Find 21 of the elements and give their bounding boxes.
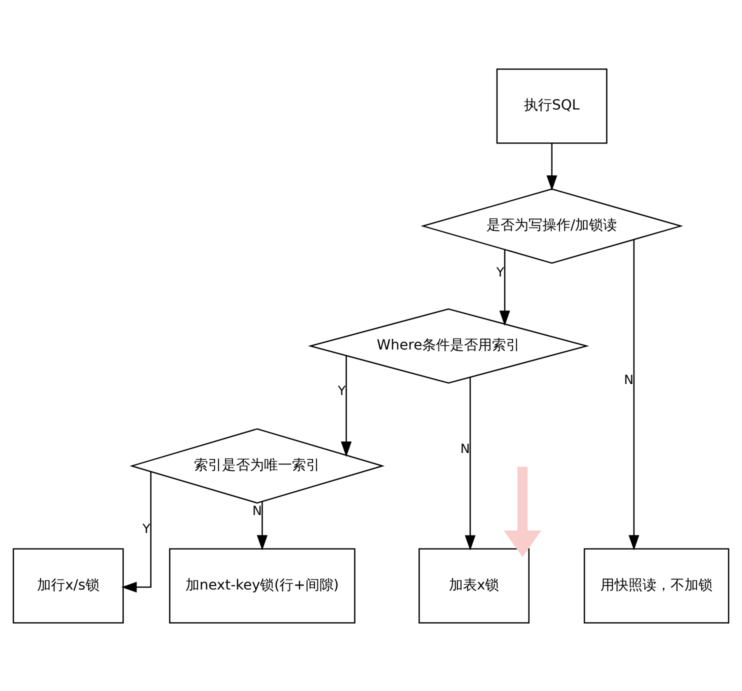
node-box: 加表x锁 xyxy=(418,548,530,624)
edge-label: N xyxy=(624,372,634,388)
node-diamond: 是否为写操作/加锁读 xyxy=(420,188,684,264)
arrow xyxy=(340,355,352,456)
arrow xyxy=(256,501,268,550)
node-box: 执行SQL xyxy=(496,68,608,144)
arrow xyxy=(121,471,152,592)
arrow xyxy=(546,142,558,190)
node-box: 加next-key锁(行+间隙) xyxy=(169,548,356,624)
arrow xyxy=(504,466,542,557)
edge-label: N xyxy=(460,441,470,456)
edge-label: Y xyxy=(496,265,504,280)
node-box: 用快照读，不加锁 xyxy=(584,548,730,624)
edge-label: Y xyxy=(338,384,346,399)
arrow xyxy=(464,376,476,550)
arrow xyxy=(499,249,510,326)
node-diamond: Where条件是否用索引 xyxy=(308,308,590,384)
node-box: 加行x/s锁 xyxy=(12,548,124,624)
node-diamond: 索引是否为唯一索引 xyxy=(130,428,385,504)
edge-label: N xyxy=(252,503,262,518)
arrow xyxy=(628,239,640,550)
